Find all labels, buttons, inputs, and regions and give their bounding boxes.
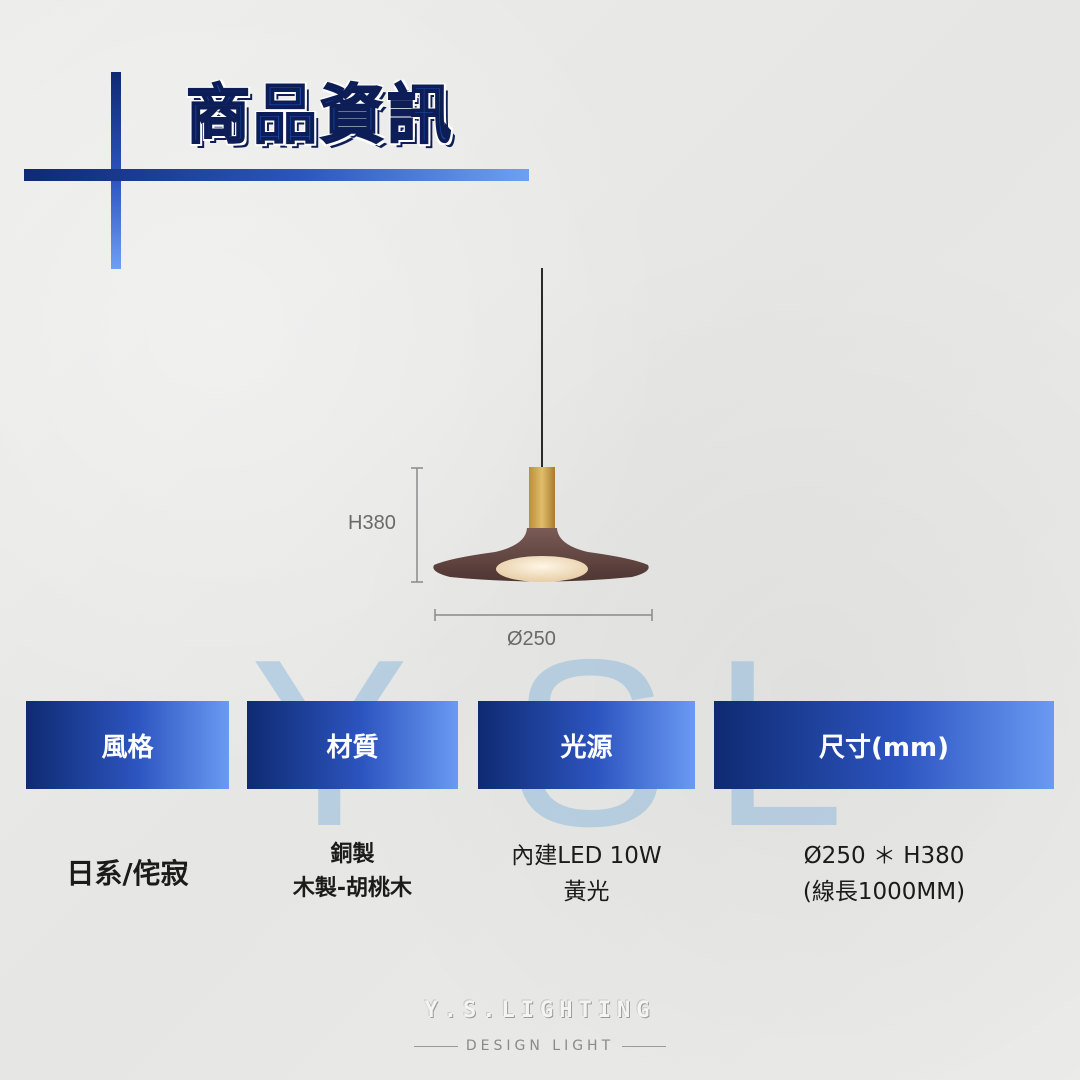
spec-size-value: Ø250 ＊ H380 (線長1000MM): [802, 843, 966, 905]
spec-header-size: 尺寸(mm): [714, 701, 1054, 789]
diameter-label: Ø250: [507, 628, 556, 650]
page-title: 商品資訊: [185, 78, 454, 154]
lamp-brass-holder: [529, 467, 555, 529]
height-label: H380: [348, 512, 396, 534]
spec-light-value: 內建LED 10W 黃光: [511, 843, 662, 905]
spec-header-material: 材質: [247, 701, 458, 789]
tagline-rule-left: [413, 1045, 458, 1047]
spec-style-value: 日系/侘寂: [66, 857, 189, 890]
lamp-wooden-shade: [433, 528, 649, 582]
brand-logo-text: Y.S.LIGHTING: [424, 998, 656, 1023]
spec-header-light: 光源: [478, 701, 695, 789]
spec-header-style: 風格: [26, 701, 229, 789]
tagline-rule-right: [622, 1045, 667, 1047]
header-horizontal-line: [24, 169, 529, 181]
lamp-diffuser: [496, 556, 588, 582]
brand-tagline: DESIGN LIGHT: [0, 1038, 1080, 1054]
pendant-lamp-image: [411, 268, 653, 621]
spec-material-value: 銅製 木製-胡桃木: [292, 842, 413, 901]
